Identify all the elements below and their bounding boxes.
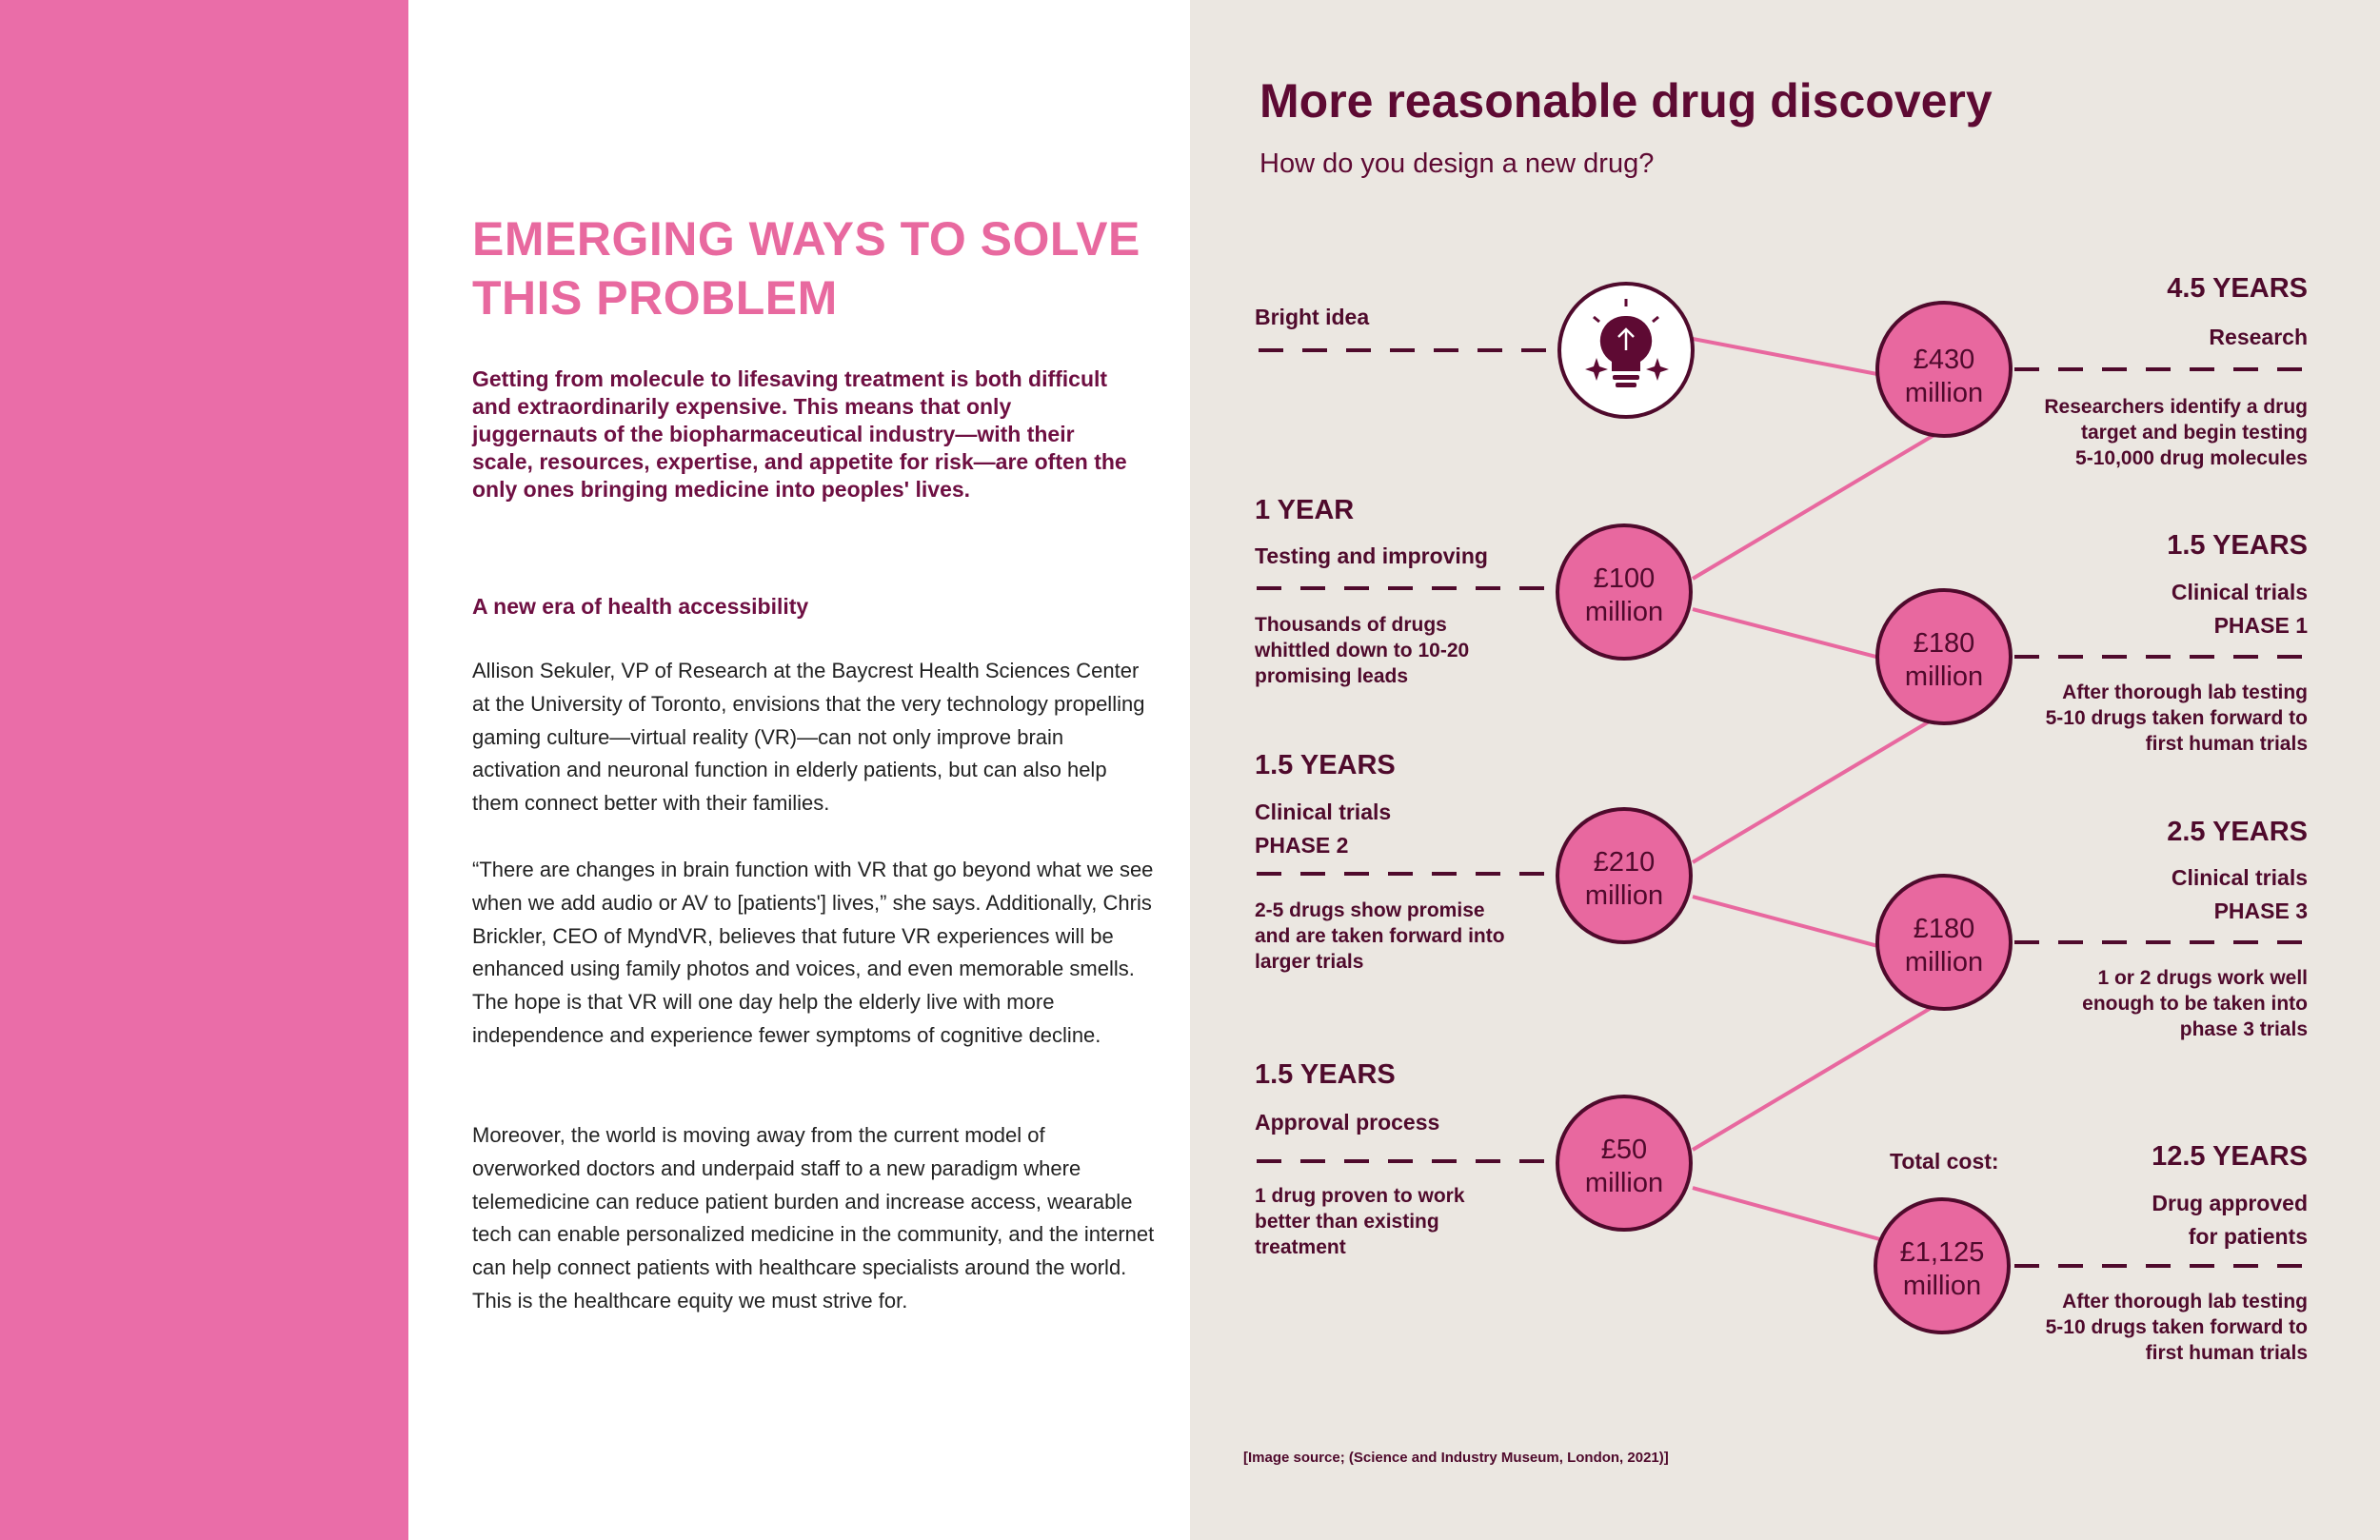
phase3-stage: Clinical trials — [2171, 865, 2308, 890]
connector-phase3-approval — [1691, 999, 1944, 1152]
connector-lines — [1691, 337, 1944, 1258]
cost-phase3-unit: million — [1905, 947, 1983, 977]
article-paragraph-3: Moreover, the world is moving away from … — [472, 1123, 1155, 1313]
image-source-note: [Image source; (Science and Industry Mus… — [1243, 1450, 1669, 1466]
heading-line-1: EMERGING WAYS TO SOLVE — [472, 212, 1140, 266]
cost-circle-testing — [1556, 523, 1693, 661]
phase2-description: 2-5 drugs show promise and are taken for… — [1255, 899, 1505, 973]
cost-testing-unit: million — [1585, 597, 1663, 627]
cost-research-amount: £430 — [1914, 345, 1975, 375]
phase1-phase: PHASE 1 — [2213, 613, 2308, 638]
connector-phase1-phase2 — [1691, 712, 1944, 864]
article-heading: EMERGING WAYS TO SOLVE THIS PROBLEM — [472, 209, 1158, 327]
cost-circle-phase1 — [1875, 588, 2013, 725]
cost-approval-unit: million — [1585, 1168, 1663, 1198]
phase1-years: 1.5 YEARS — [2167, 530, 2308, 561]
research-description: Researchers identify a drug target and b… — [2044, 396, 2308, 469]
drug-discovery-diagram: £430 million £100 million £180 million £… — [1257, 282, 2308, 1334]
phase3-description: 1 or 2 drugs work well enough to be take… — [2082, 967, 2308, 1040]
phase1-stage: Clinical trials — [2171, 580, 2308, 604]
article-subheading: A new era of health accessibility — [472, 594, 809, 619]
cost-circle-phase3 — [1875, 874, 2013, 1011]
article-paragraph-1: Allison Sekuler, VP of Research at the B… — [472, 659, 1145, 816]
cost-phase2-amount: £210 — [1594, 847, 1656, 878]
cost-circle-approval — [1556, 1095, 1693, 1232]
cost-phase2-unit: million — [1585, 880, 1663, 911]
approval-years: 1.5 YEARS — [1255, 1059, 1396, 1090]
cost-approval-amount: £50 — [1601, 1135, 1647, 1165]
testing-description: Thousands of drugs whittled down to 10-2… — [1255, 614, 1470, 687]
phase1-description: After thorough lab testing 5-10 drugs ta… — [2045, 681, 2308, 755]
total-description: After thorough lab testing 5-10 drugs ta… — [2045, 1291, 2308, 1364]
article-intro: Getting from molecule to lifesaving trea… — [472, 366, 1127, 502]
total-stage-line-2: for patients — [2188, 1224, 2308, 1249]
infographic-subtitle: How do you design a new drug? — [1259, 148, 1655, 179]
cost-circle-total — [1874, 1197, 2011, 1334]
cost-labels: £430 million £100 million £180 million £… — [1585, 345, 1984, 1301]
infographic-title: More reasonable drug discovery — [1259, 74, 1993, 128]
cost-research-unit: million — [1905, 378, 1983, 408]
approval-stage: Approval process — [1255, 1110, 1440, 1135]
article-paragraph-2: “There are changes in brain function wit… — [472, 858, 1154, 1047]
research-years: 4.5 YEARS — [2167, 273, 2308, 304]
research-stage: Research — [2209, 325, 2308, 349]
testing-stage: Testing and improving — [1255, 543, 1488, 568]
infographic-page — [1190, 0, 2380, 1540]
phase3-phase: PHASE 3 — [2213, 898, 2308, 923]
approval-description: 1 drug proven to work better than existi… — [1255, 1185, 1465, 1258]
cost-circles — [1556, 301, 2013, 1334]
phase2-phase: PHASE 2 — [1255, 833, 1349, 858]
connector-research-testing — [1691, 428, 1944, 581]
phase3-years: 2.5 YEARS — [2167, 817, 2308, 847]
cost-total-amount: £1,125 — [1900, 1237, 1985, 1268]
cost-phase3-amount: £180 — [1914, 914, 1975, 944]
phase2-years: 1.5 YEARS — [1255, 750, 1396, 780]
cost-phase1-unit: million — [1905, 661, 1983, 692]
cost-testing-amount: £100 — [1594, 563, 1656, 594]
cost-circle-phase2 — [1556, 807, 1693, 944]
dashed-leaders — [1257, 348, 2308, 1268]
cost-circle-research — [1875, 301, 2013, 438]
pink-side-band — [0, 0, 408, 1540]
bright-idea-node — [1557, 282, 1695, 419]
heading-line-2: THIS PROBLEM — [472, 271, 838, 325]
total-stage-line-1: Drug approved — [2152, 1191, 2308, 1215]
phase2-stage: Clinical trials — [1255, 800, 1392, 824]
total-cost-label: Total cost: — [1890, 1149, 1999, 1174]
total-years: 12.5 YEARS — [2152, 1141, 2308, 1172]
lightbulb-icon — [1585, 299, 1669, 387]
article-page — [408, 0, 1190, 1540]
cost-phase1-amount: £180 — [1914, 628, 1975, 659]
testing-years: 1 YEAR — [1255, 495, 1355, 525]
cost-total-unit: million — [1903, 1271, 1981, 1301]
bright-idea-label: Bright idea — [1255, 305, 1370, 329]
